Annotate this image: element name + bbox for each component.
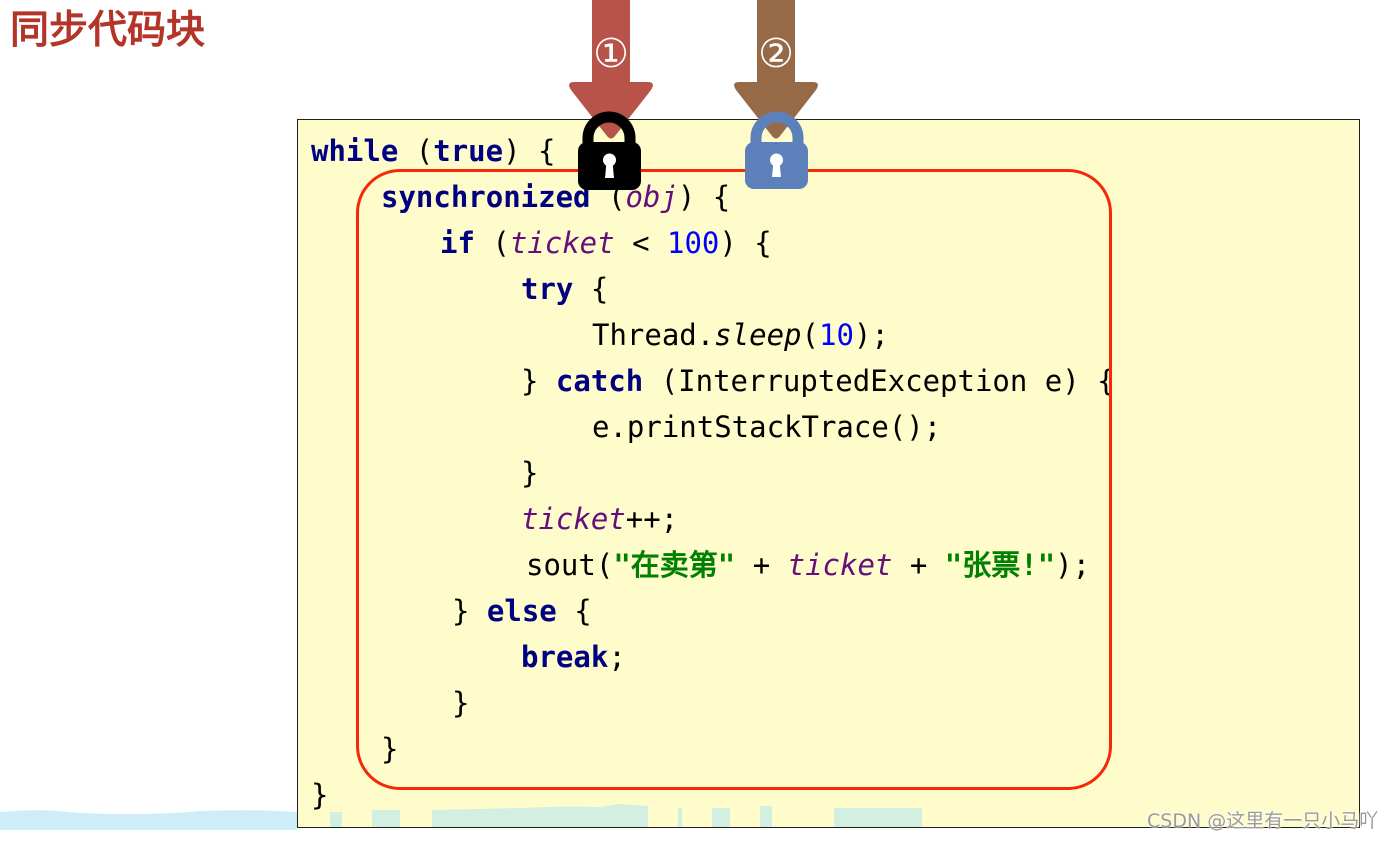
code-line: try { xyxy=(521,266,608,312)
page-title: 同步代码块 xyxy=(10,8,206,53)
code-line: ticket++; xyxy=(521,496,678,542)
down-arrow-icon xyxy=(569,0,653,139)
code-text: (InterruptedException e) { xyxy=(643,364,1115,398)
synchronized-block-highlight xyxy=(356,169,1112,790)
code-line: } xyxy=(311,772,328,818)
code-line: } xyxy=(452,680,469,726)
decor-band xyxy=(0,810,297,830)
code-text: { xyxy=(556,594,592,628)
code-text: } xyxy=(452,686,470,720)
code-line: break; xyxy=(521,634,626,680)
code-text: ++; xyxy=(625,502,679,536)
step-1-label: ① xyxy=(593,31,629,77)
code-line: } else { xyxy=(452,588,592,634)
watermark: CSDN @这里有一只小马吖 xyxy=(1147,810,1379,832)
variable-token: ticket xyxy=(509,226,615,260)
code-text: < xyxy=(614,226,667,260)
string-literal: "在卖第" xyxy=(613,548,736,582)
variable-token: ticket xyxy=(787,548,893,582)
code-line: } catch (InterruptedException e) { xyxy=(521,358,1115,404)
number-literal: 100 xyxy=(667,226,720,260)
code-text: ) { xyxy=(503,134,556,168)
code-text: { xyxy=(573,272,609,306)
code-line: while (true) { xyxy=(311,128,555,174)
code-text: } xyxy=(452,594,487,628)
step-2-label: ② xyxy=(758,31,794,77)
static-method-token: sleep xyxy=(714,318,802,352)
code-text: ; xyxy=(608,640,626,674)
code-text: } xyxy=(311,778,329,812)
code-text: ); xyxy=(853,318,889,352)
down-arrow-icon xyxy=(734,0,818,139)
code-text: ( xyxy=(801,318,819,352)
variable-token: ticket xyxy=(521,502,626,536)
keyword-token: true xyxy=(433,134,504,168)
keyword-token: while xyxy=(311,134,399,168)
code-text: + xyxy=(735,548,788,582)
code-text: ) { xyxy=(719,226,772,260)
keyword-token: synchronized xyxy=(381,180,591,214)
code-text: + xyxy=(892,548,945,582)
keyword-token: break xyxy=(521,640,609,674)
code-block xyxy=(297,119,1360,828)
code-text: ); xyxy=(1055,548,1091,582)
code-line: e.printStackTrace(); xyxy=(592,404,941,450)
code-line: } xyxy=(521,450,538,496)
code-text: ( xyxy=(398,134,434,168)
thread-arrow-1: ① xyxy=(569,0,653,139)
keyword-token: if xyxy=(440,226,475,260)
keyword-token: try xyxy=(521,272,574,306)
keyword-token: else xyxy=(486,594,557,628)
code-line: synchronized (obj) { xyxy=(381,174,730,220)
keyword-token: catch xyxy=(555,364,644,398)
code-text: ( xyxy=(474,226,510,260)
code-text: } xyxy=(521,364,556,398)
code-text: e.printStackTrace(); xyxy=(592,410,942,444)
code-line: if (ticket < 100) { xyxy=(440,220,772,266)
code-text: Thread. xyxy=(592,318,715,352)
code-text: } xyxy=(521,456,539,490)
thread-arrow-2: ② xyxy=(734,0,818,139)
code-line: sout("在卖第" + ticket + "张票!"); xyxy=(526,542,1090,588)
code-text: ) { xyxy=(677,180,731,214)
code-text: sout( xyxy=(526,548,614,582)
code-line: Thread.sleep(10); xyxy=(592,312,889,358)
number-literal: 10 xyxy=(819,318,854,352)
string-literal: "张票!" xyxy=(944,548,1056,582)
